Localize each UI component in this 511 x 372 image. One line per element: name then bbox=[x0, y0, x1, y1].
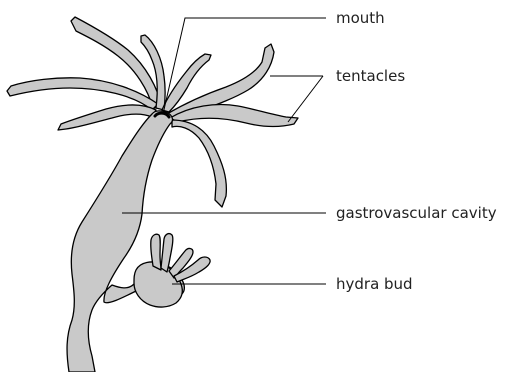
tentacles-leader-line-2 bbox=[288, 76, 323, 122]
mouth-leader-line bbox=[163, 18, 326, 114]
hydra-illustration bbox=[7, 17, 298, 372]
hydra-bud-tentacle-2 bbox=[161, 234, 173, 272]
gastrovascular-cavity-label: gastrovascular cavity bbox=[336, 204, 497, 222]
hydra-bud-label: hydra bud bbox=[336, 275, 413, 293]
hydra-bud-tentacle-1 bbox=[151, 234, 161, 270]
tentacle-right-droop bbox=[172, 120, 226, 207]
mouth-label: mouth bbox=[336, 9, 385, 27]
tentacle-left-upper bbox=[71, 17, 162, 108]
tentacles-label: tentacles bbox=[336, 67, 405, 85]
diagram-labels: mouth tentacles gastrovascular cavity hy… bbox=[336, 9, 497, 293]
